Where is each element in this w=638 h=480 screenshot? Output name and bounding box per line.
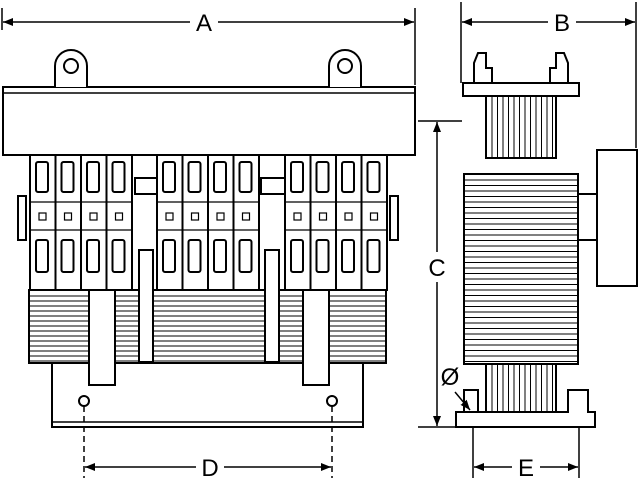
terminal-block <box>29 147 57 291</box>
terminal-block <box>156 147 184 291</box>
terminal-block <box>309 147 337 291</box>
core-bar-2 <box>264 249 280 363</box>
dim-label-e: E <box>518 455 534 480</box>
dim-label-b: B <box>554 10 570 37</box>
dim-label-a: A <box>196 10 212 37</box>
terminal-block <box>284 147 312 291</box>
side-coil <box>463 173 579 365</box>
side-bracket-left <box>17 195 27 241</box>
side-bracket-right <box>389 195 399 241</box>
side-top-fins <box>491 96 553 158</box>
lifting-eye-right <box>328 49 362 87</box>
side-coil-windings <box>465 179 577 362</box>
terminal-block <box>105 147 133 291</box>
connector-block-1 <box>134 177 160 195</box>
side-bottom-fins <box>491 364 553 412</box>
terminal-block <box>80 147 108 291</box>
front-view <box>2 49 416 428</box>
side-top-stem <box>485 95 557 159</box>
core-bar-1 <box>138 249 154 363</box>
core-leg-left <box>88 289 116 386</box>
side-top-terminal-left <box>473 52 493 84</box>
terminal-blocks <box>29 147 388 291</box>
side-foot-left <box>456 389 479 413</box>
dim-label-hole-diameter: Ø <box>441 364 460 391</box>
side-top-terminal-right <box>549 52 569 84</box>
mounting-hole-left <box>78 395 90 407</box>
connector-block-2 <box>260 177 286 195</box>
terminal-block <box>181 147 209 291</box>
side-foot <box>455 389 596 428</box>
mounting-hole-right <box>326 395 338 407</box>
dim-label-d: D <box>201 455 218 480</box>
terminal-block <box>232 147 260 291</box>
terminal-block <box>207 147 235 291</box>
side-top-clamp <box>462 82 580 97</box>
side-view <box>455 52 638 428</box>
side-terminal-bracket <box>577 193 598 241</box>
side-terminal-box <box>596 149 638 287</box>
terminal-block <box>54 147 82 291</box>
side-bottom-stem <box>485 363 557 413</box>
terminal-block <box>335 147 363 291</box>
hole-diameter-leader <box>454 391 471 411</box>
lifting-eye-left <box>54 49 88 87</box>
core-leg-right <box>302 289 330 386</box>
top-frame <box>2 86 416 156</box>
terminal-block <box>360 147 388 291</box>
dim-label-c: C <box>428 255 445 282</box>
